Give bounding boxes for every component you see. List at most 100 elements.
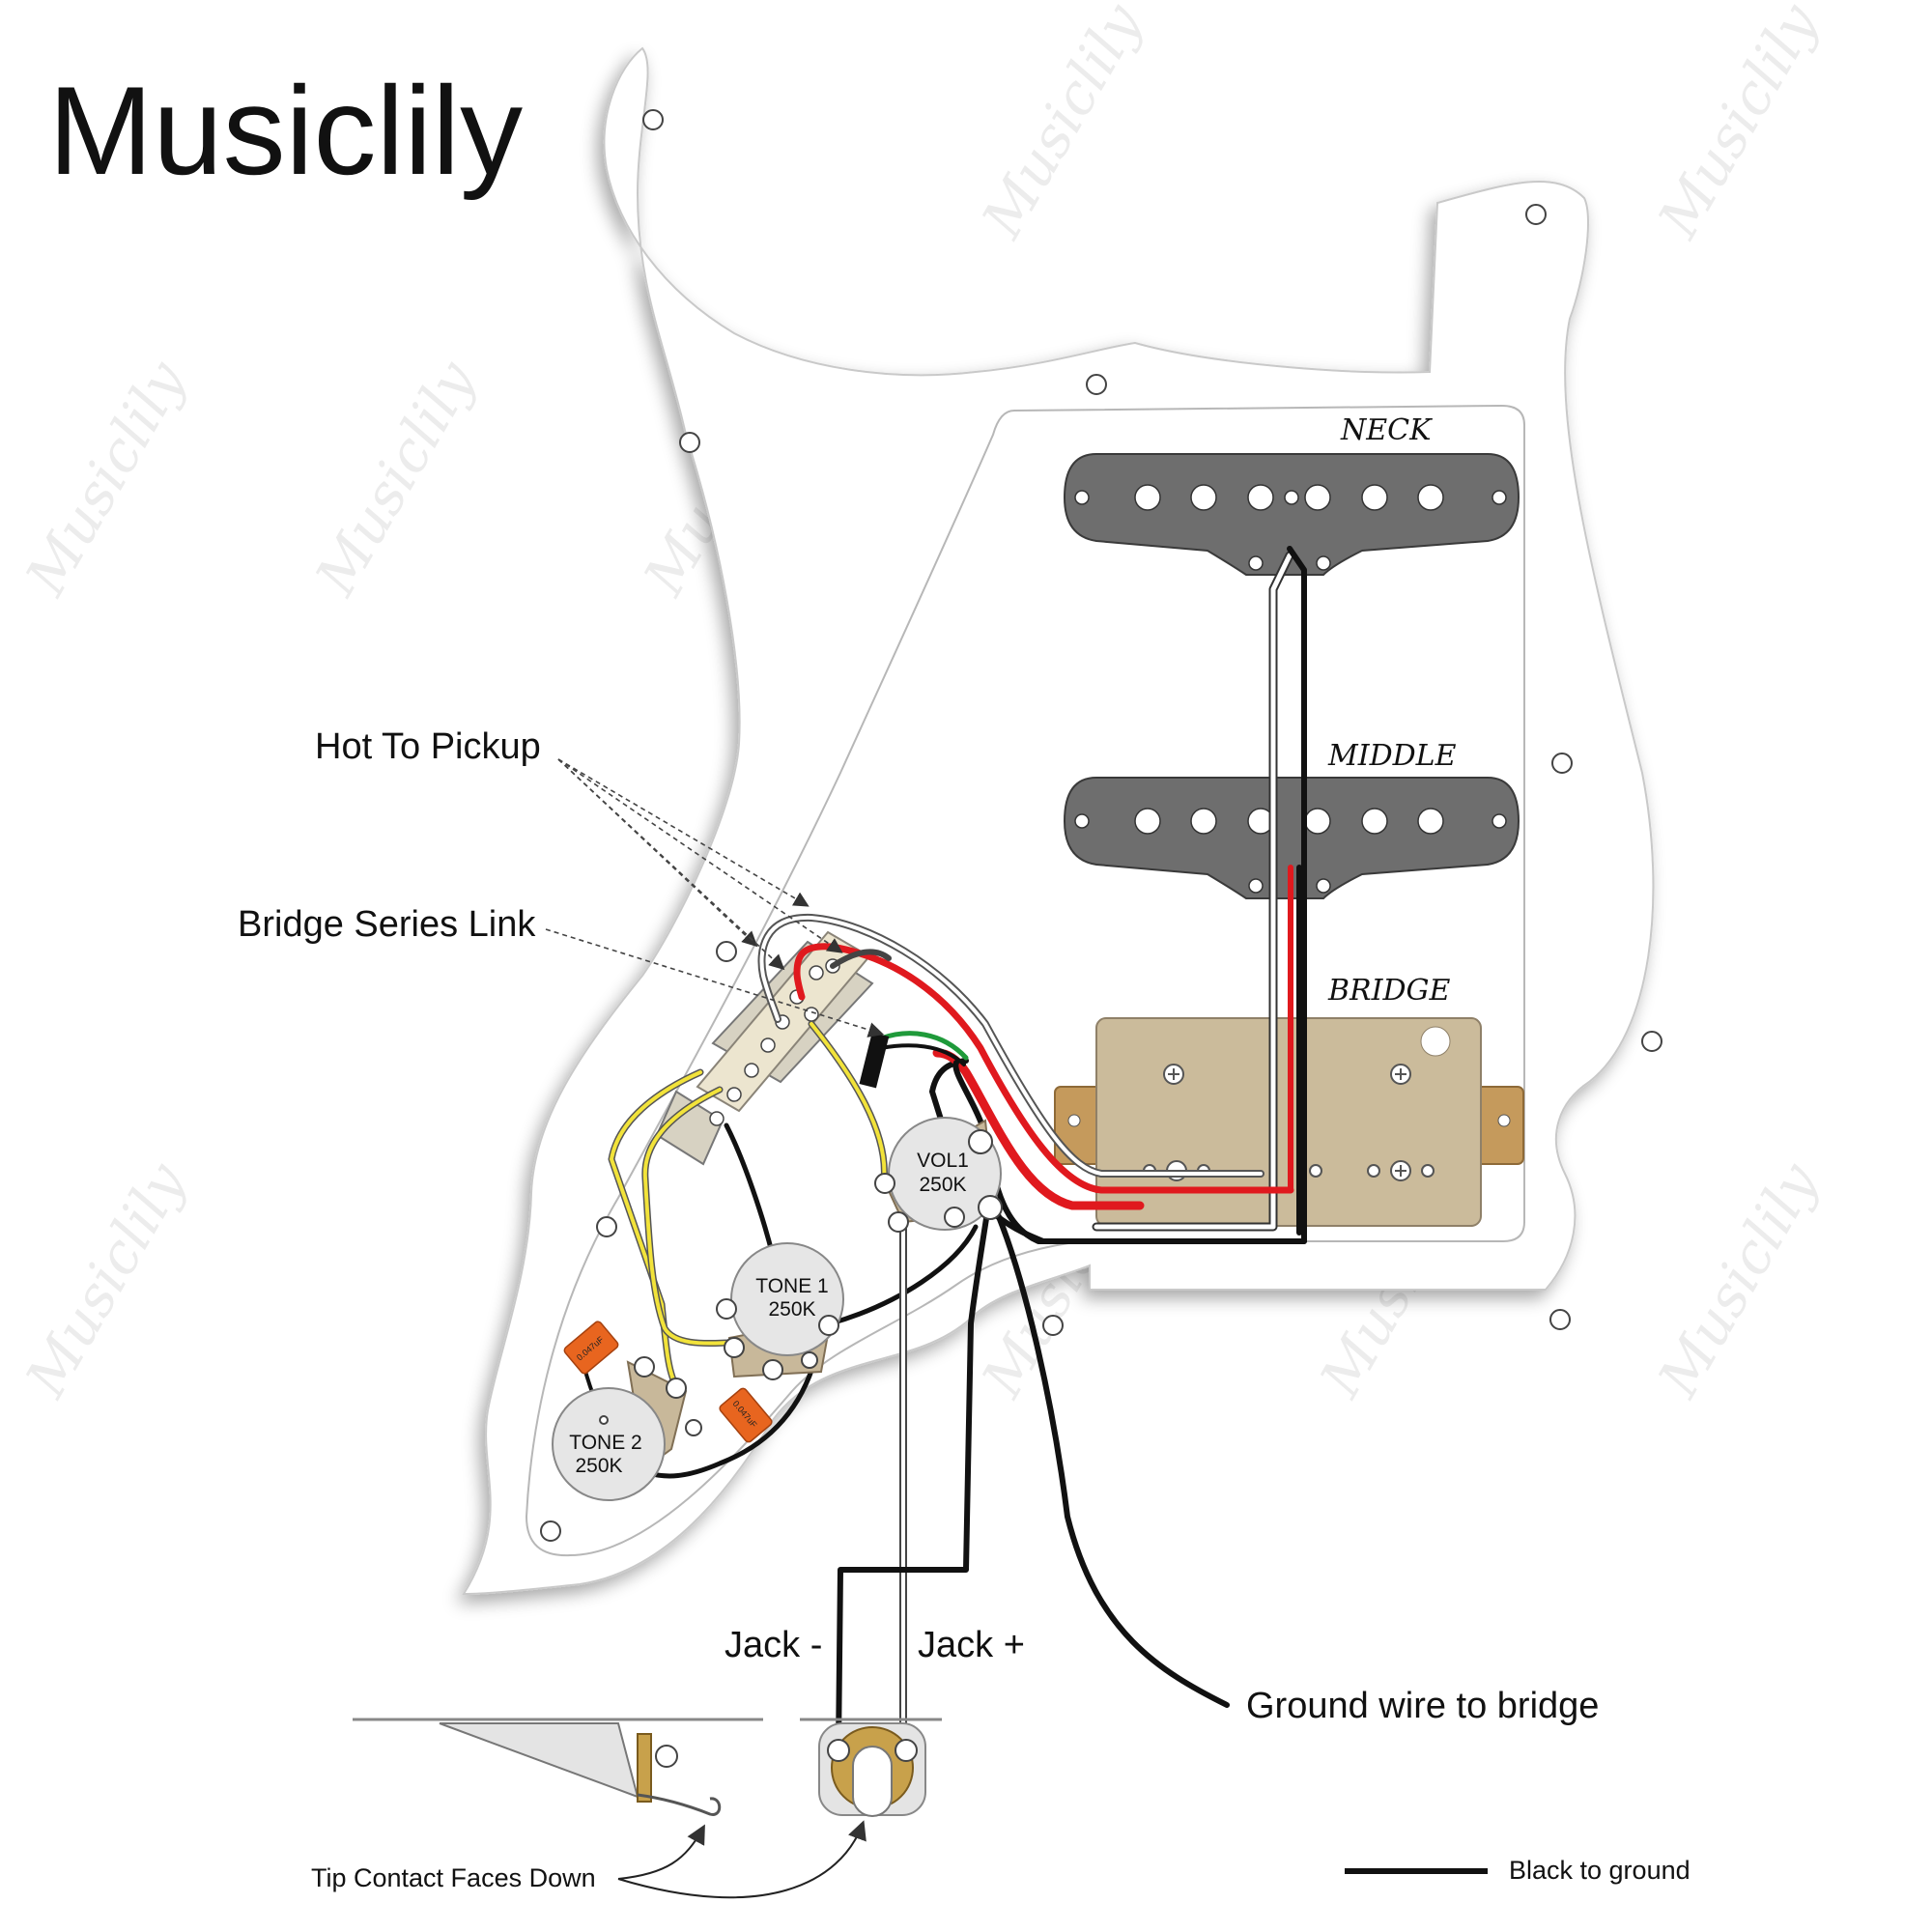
- pot-lug: [762, 1359, 783, 1380]
- pole-piece: [1134, 808, 1161, 835]
- legend: Black to ground: [1345, 1856, 1690, 1885]
- pot-lug: [685, 1419, 702, 1436]
- wire-black-switch-tone1: [724, 1122, 776, 1259]
- pole-piece: [1492, 490, 1507, 505]
- wire-yellow-vol-core: [810, 1022, 887, 1182]
- switch-lug: [744, 1063, 759, 1078]
- tip-callout-arrow: [617, 1820, 867, 1899]
- jack-hole: [852, 1746, 893, 1817]
- tip-contact: [637, 1793, 722, 1816]
- solder-lug: [1248, 555, 1264, 571]
- wire-jack-black: [836, 1209, 990, 1751]
- pole-piece: [1074, 813, 1090, 829]
- jack-lug-tip: [895, 1739, 918, 1762]
- pot-lug: [888, 1211, 909, 1233]
- pot-lug: [818, 1315, 839, 1336]
- screw-hole: [1042, 1315, 1064, 1336]
- wire-neck-white-core: [1094, 553, 1293, 1230]
- pot-lug: [874, 1173, 895, 1194]
- solder-lug: [1248, 878, 1264, 894]
- solder-lug: [1367, 1164, 1380, 1178]
- vol1-pot: VOL1 250K: [874, 1117, 1003, 1233]
- pot-lug: [599, 1415, 609, 1425]
- bridge-series-link-label: Bridge Series Link: [238, 904, 536, 945]
- tone1-pot-body: [730, 1242, 844, 1356]
- pole-piece: [1247, 484, 1274, 511]
- capacitor-body: [563, 1321, 619, 1375]
- pole-piece: [1134, 484, 1161, 511]
- pickup-lead-end: [859, 1032, 890, 1089]
- switch-plate-lower: [655, 1090, 724, 1166]
- pot-lug: [801, 1351, 818, 1369]
- middle-pickup-label: MIDDLE: [1327, 739, 1457, 773]
- watermark: Musiclily: [969, 0, 1155, 249]
- middle-pickup-body: [1063, 777, 1520, 899]
- screw-hole: [716, 941, 737, 962]
- jack-plate: [439, 1722, 639, 1799]
- pot-lug: [968, 1129, 993, 1154]
- tone2-value: 250K: [575, 1455, 622, 1477]
- tone1-value: 250K: [768, 1298, 815, 1321]
- tip-callout-arrow: [617, 1824, 705, 1880]
- watermark: Musiclily: [1645, 1151, 1832, 1408]
- vol1-label: VOL1: [917, 1150, 969, 1172]
- switch-lug: [760, 1037, 776, 1053]
- bridge-pickup-label: BRIDGE: [1327, 974, 1451, 1008]
- tip-contact-label: Tip Contact Faces Down: [311, 1863, 596, 1892]
- middle-pickup: MIDDLE: [1063, 739, 1520, 899]
- wire-hot-red: [793, 943, 1294, 1194]
- pot-lug: [634, 1356, 655, 1378]
- neck-pickup: NECK: [1063, 413, 1520, 576]
- neck-pickup-body: [1063, 453, 1520, 576]
- legend-black-label: Black to ground: [1509, 1856, 1690, 1885]
- solder-lug: [1309, 1164, 1322, 1178]
- screw-hole: [1086, 374, 1107, 395]
- solder-lug: [1316, 878, 1331, 894]
- screw-hole: [642, 109, 664, 130]
- callout-lines: [545, 758, 885, 1037]
- pot-lug: [944, 1207, 965, 1228]
- pole-piece: [1074, 490, 1090, 505]
- pot-lug: [716, 1298, 737, 1320]
- wire-yellow-tone2-core: [610, 1070, 702, 1388]
- solder-lug: [1421, 1164, 1435, 1178]
- tone2-label: TONE 2: [569, 1432, 641, 1454]
- screw-hole: [1549, 1309, 1571, 1330]
- mount-hole: [1067, 1114, 1081, 1127]
- watermark: Musiclily: [13, 350, 199, 607]
- wire-white-short: [830, 949, 892, 969]
- screw-hole: [540, 1520, 561, 1542]
- pole-piece: [1304, 484, 1331, 511]
- solder-lug: [1316, 555, 1331, 571]
- pot-lug: [666, 1378, 687, 1399]
- brand-title: Musiclily: [48, 60, 523, 201]
- pickguard-routing-outline: [525, 404, 1525, 1557]
- watermark: Musiclily: [302, 350, 489, 607]
- tone2-pot-body: [552, 1387, 666, 1501]
- pole-piece: [1304, 808, 1331, 835]
- switch-lug: [726, 1087, 742, 1102]
- screw-hole: [1525, 204, 1547, 225]
- pole-piece: [1492, 813, 1507, 829]
- jack-side-view: [353, 1718, 763, 1816]
- wire-green: [878, 1031, 969, 1061]
- wire-black-tone1-tone2: [644, 1330, 824, 1479]
- pole-piece: [1361, 484, 1388, 511]
- pot-lug: [724, 1337, 745, 1358]
- watermark: Musiclily: [13, 1151, 199, 1408]
- pole-piece: [1190, 808, 1217, 835]
- screw-hole: [679, 432, 700, 453]
- jack-minus-label: Jack -: [724, 1625, 822, 1665]
- neck-pickup-label: NECK: [1340, 413, 1433, 447]
- pole-piece: [1417, 484, 1444, 511]
- pole-piece: [1361, 808, 1388, 835]
- capacitor-tone1: 0.047uF: [719, 1387, 773, 1443]
- screw-hole: [1641, 1031, 1662, 1052]
- switch-lug: [809, 965, 824, 980]
- capacitor-tone2: 0.047uF: [563, 1321, 619, 1375]
- wire-yellow-tone1-core: [642, 1088, 731, 1346]
- wire-hot-white-core: [759, 915, 1263, 1176]
- capacitor-body: [719, 1387, 773, 1443]
- wire-green-black: [879, 1043, 966, 1066]
